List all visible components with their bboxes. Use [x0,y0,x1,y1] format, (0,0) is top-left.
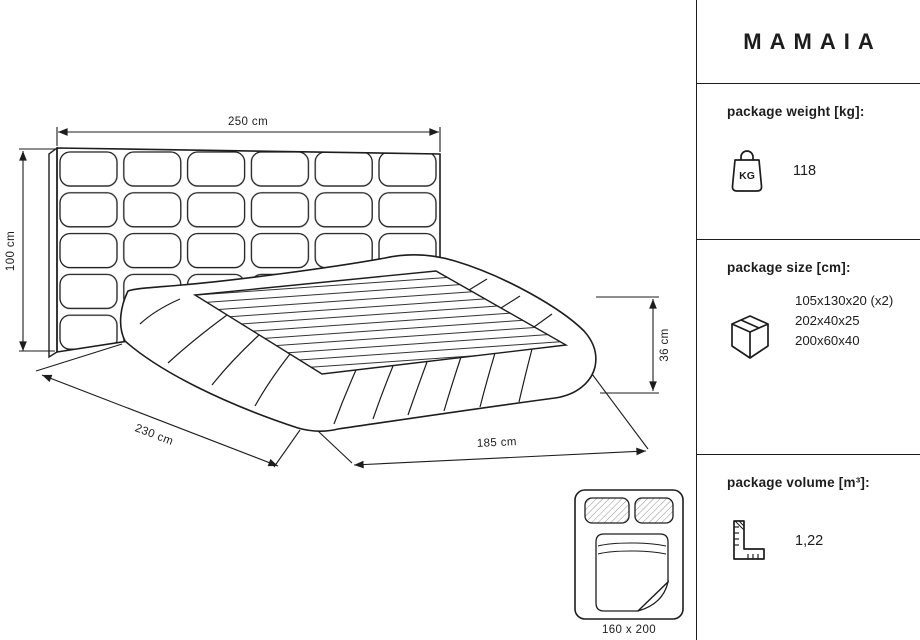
dimension-headboard-height: 100 cm [5,148,55,352]
pillow-left [584,497,630,524]
package-box-icon [731,315,769,359]
section-package-volume: package volume [m³]: 1,22 [697,455,920,640]
product-title: MAMAIA [697,0,920,84]
duvet [595,533,669,612]
dim-label-bed-length: 230 cm [133,422,175,448]
package-size-line: 202x40x25 [795,313,860,328]
spec-panel: MAMAIA package weight [kg]: KG 118 packa… [696,0,920,640]
ruler-icon [733,520,765,560]
volume-value: 1,22 [795,533,824,549]
package-size-line: 200x60x40 [795,333,860,348]
dimension-bed-width: 185 cm [317,373,649,469]
duvet-fold [637,580,670,612]
mattress-size-label: 160 x 200 [602,624,656,636]
section-package-weight: package weight [kg]: KG 118 [697,84,920,240]
mattress-topview-icon: 160 x 200 [574,489,684,636]
volume-heading: package volume [m³]: [727,475,870,490]
mattress [192,270,569,375]
kg-weight-icon: KG [731,150,763,192]
dimension-frame-height: 36 cm [596,296,671,394]
dim-label-bed-width: 185 cm [477,436,518,450]
dim-label-headboard-width: 250 cm [228,116,268,128]
kg-icon-label: KG [739,170,755,182]
bed-diagram: 250 cm 100 cm 36 cm 230 cm 185 cm 1 [5,116,684,636]
size-values: 105x130x20 (x2) 202x40x25 200x60x40 [795,291,893,351]
dimension-headboard-width: 250 cm [56,116,441,152]
section-package-size: package size [cm]: 105x130x20 (x2) 202x4… [697,240,920,455]
dim-label-headboard-height: 100 cm [5,231,17,271]
weight-heading: package weight [kg]: [727,104,865,119]
size-heading: package size [cm]: [727,260,851,275]
dim-label-frame-height: 36 cm [659,328,671,361]
pillow-right [634,497,674,524]
package-size-line: 105x130x20 (x2) [795,293,894,308]
weight-value: 118 [793,163,817,179]
